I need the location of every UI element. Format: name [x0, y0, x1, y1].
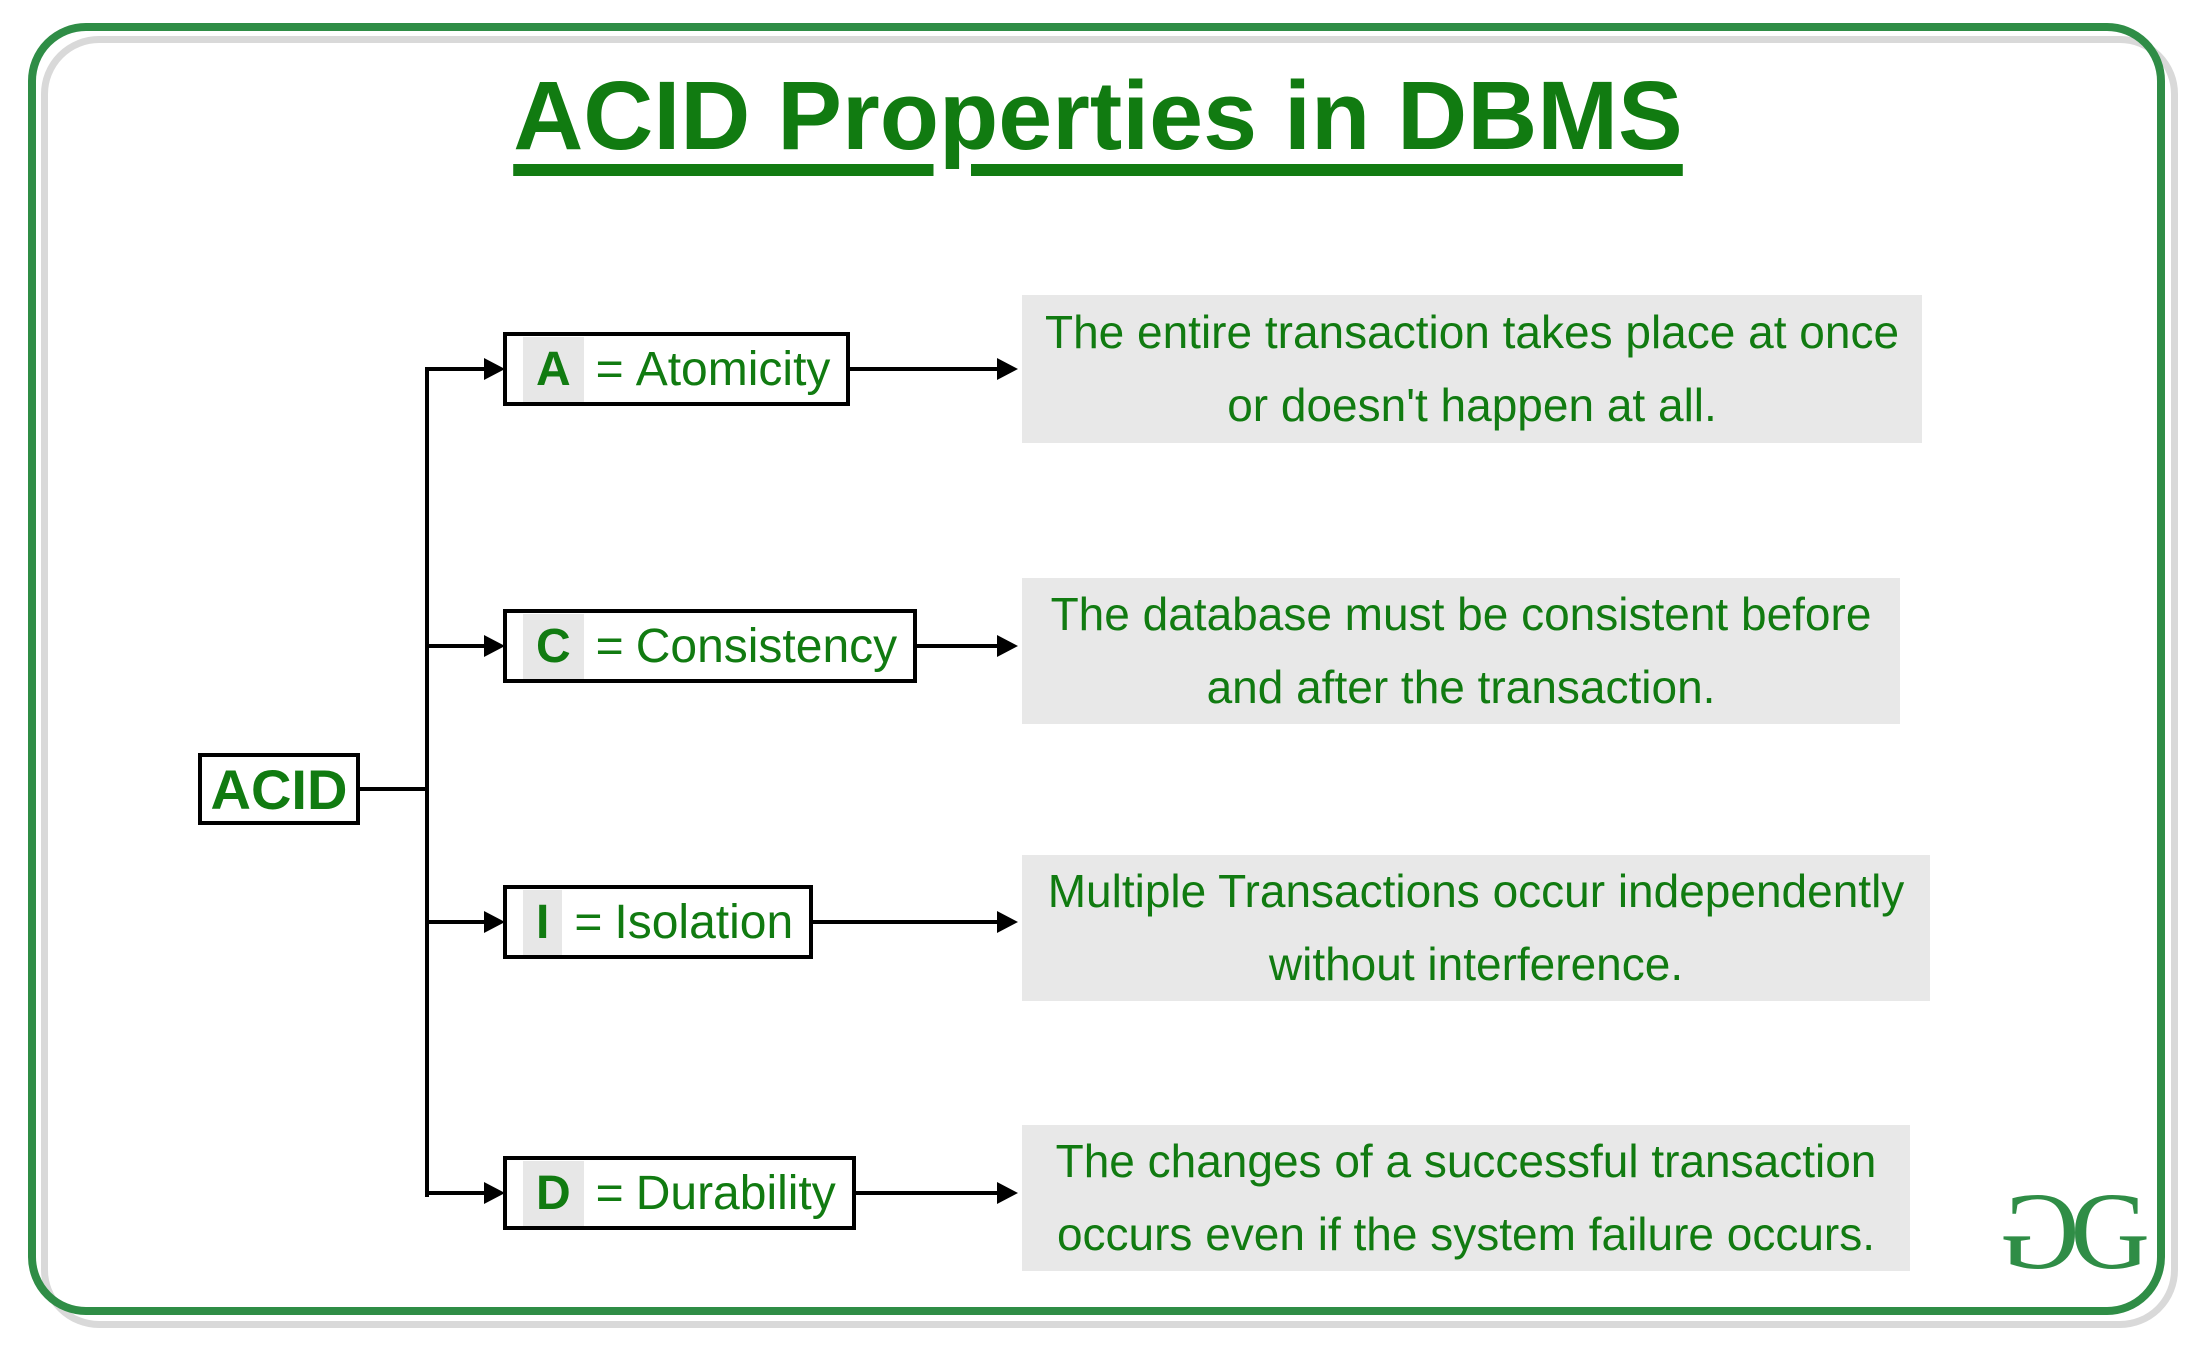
- root-connector-line: [356, 787, 427, 791]
- geeksforgeeks-logo-icon: G G: [2000, 1170, 2150, 1292]
- gg-logo-glyph-mirrored: G: [2000, 1170, 2080, 1292]
- arrowhead-icon: [484, 1182, 505, 1204]
- property-letter: C: [523, 613, 584, 679]
- property-box-isolation: I = Isolation: [503, 885, 814, 959]
- arrowhead-icon: [484, 911, 505, 933]
- property-name: Atomicity: [635, 342, 831, 396]
- equals-sign: =: [574, 895, 603, 949]
- frame-shadow-border: [41, 36, 2178, 1328]
- branch-line-consistency: [425, 644, 487, 648]
- description-line: and after the transaction.: [1206, 661, 1716, 713]
- property-name: Consistency: [635, 619, 898, 673]
- description-line: without interference.: [1268, 938, 1684, 990]
- description-line: The database must be consistent before: [1050, 588, 1872, 640]
- branch-line-isolation: [425, 920, 487, 924]
- property-name: Durability: [635, 1166, 836, 1220]
- property-box-atomicity: A = Atomicity: [503, 332, 851, 406]
- description-consistency: The database must be consistent before a…: [1022, 578, 1900, 724]
- acid-root-box: ACID: [198, 753, 360, 825]
- property-letter: I: [523, 889, 563, 955]
- property-letter: D: [523, 1160, 584, 1226]
- description-isolation: Multiple Transactions occur independentl…: [1022, 855, 1930, 1001]
- description-durability: The changes of a successful transaction …: [1022, 1125, 1910, 1271]
- description-line: Multiple Transactions occur independentl…: [1047, 865, 1905, 917]
- equals-sign: =: [595, 1166, 624, 1220]
- arrowhead-icon: [997, 358, 1018, 380]
- equals-sign: =: [595, 619, 624, 673]
- branch-line-durability: [425, 1191, 487, 1195]
- acid-root-label: ACID: [210, 757, 348, 821]
- page-title: ACID Properties in DBMS: [513, 61, 1683, 170]
- arrowhead-icon: [484, 358, 505, 380]
- property-box-consistency: C = Consistency: [503, 609, 918, 683]
- branch-line-atomicity: [425, 367, 487, 371]
- tree-trunk-line: [425, 367, 429, 1197]
- description-line: The changes of a successful transaction: [1055, 1135, 1877, 1187]
- description-line: The entire transaction takes place at on…: [1044, 306, 1900, 358]
- arrowhead-icon: [997, 1182, 1018, 1204]
- description-line: or doesn't happen at all.: [1227, 379, 1717, 431]
- property-letter: A: [523, 336, 584, 402]
- gg-logo-glyph: G: [2070, 1170, 2150, 1292]
- property-box-durability: D = Durability: [503, 1156, 856, 1230]
- desc-arrow-line-durability: [780, 1191, 998, 1195]
- desc-arrow-line-isolation: [780, 920, 998, 924]
- arrowhead-icon: [484, 635, 505, 657]
- equals-sign: =: [595, 342, 624, 396]
- arrowhead-icon: [997, 911, 1018, 933]
- arrowhead-icon: [997, 635, 1018, 657]
- frame-green-border: [28, 23, 2165, 1315]
- desc-arrow-line-atomicity: [780, 367, 998, 371]
- description-line: occurs even if the system failure occurs…: [1056, 1208, 1876, 1260]
- description-atomicity: The entire transaction takes place at on…: [1022, 295, 1922, 443]
- property-name: Isolation: [614, 895, 794, 949]
